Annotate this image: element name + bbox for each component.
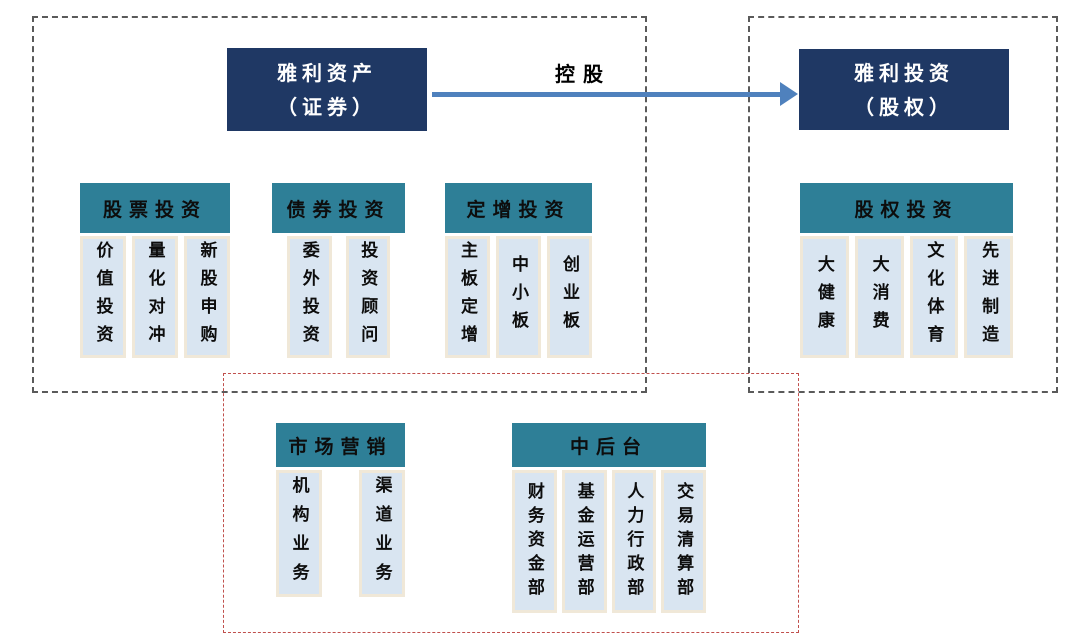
item-finance-treasury-dept: 财务资金部 [512,470,557,613]
group-private-placement: 定增投资 主板定增 中小板 创业板 [445,183,592,358]
group-header-middle-back: 中后台 [512,423,706,467]
parent-left-type: （证券） [277,94,377,119]
group-items-marketing: 机构业务 渠道业务 [276,470,405,597]
parent-box-yali-asset: 雅利资产 （证券） [227,48,427,131]
holding-arrow-label: 控股 [555,62,611,86]
group-header-placement: 定增投资 [445,183,592,233]
group-marketing: 市场营销 机构业务 渠道业务 [276,423,405,597]
group-middle-back-office: 中后台 财务资金部 基金运营部 人力行政部 交易清算部 [512,423,706,613]
group-items-bond: 委外投资 投资顾问 [272,236,405,358]
support-region-border [223,373,799,633]
item-growth-board: 创业板 [547,236,592,358]
item-channel-business: 渠道业务 [359,470,405,597]
item-culture-sports: 文化体育 [909,236,959,358]
parent-box-yali-investment: 雅利投资 （股权） [799,49,1009,130]
holding-arrow-head-icon [780,82,798,106]
item-ipo-subscription: 新股申购 [184,236,230,358]
group-header-marketing: 市场营销 [276,423,405,467]
group-header-stock: 股票投资 [80,183,230,233]
group-items-middle-back: 财务资金部 基金运营部 人力行政部 交易清算部 [512,470,706,613]
item-investment-advisory: 投资顾问 [345,236,390,358]
parent-left-name: 雅利资产 [277,60,377,85]
group-header-bond: 债券投资 [272,183,405,233]
item-hr-admin-dept: 人力行政部 [611,470,657,613]
item-sme-board: 中小板 [496,236,541,358]
group-items-placement: 主板定增 中小板 创业板 [445,236,592,358]
item-big-consumption: 大消费 [854,236,904,358]
group-header-equity: 股权投资 [800,183,1013,233]
item-trade-clearing-dept: 交易清算部 [661,470,706,613]
item-advanced-manufacturing: 先进制造 [964,236,1013,358]
parent-right-type: （股权） [854,94,954,119]
item-outsourced-investment: 委外投资 [287,236,332,358]
securities-region-border [32,16,647,393]
group-bond-investment: 债券投资 委外投资 投资顾问 [272,183,405,358]
equity-region-border [748,16,1058,393]
item-value-investing: 价值投资 [80,236,126,358]
item-main-board-placement: 主板定增 [445,236,490,358]
item-institutional-business: 机构业务 [276,470,322,597]
parent-right-name: 雅利投资 [854,60,954,85]
item-quant-hedging: 量化对冲 [132,236,178,358]
group-equity-investment: 股权投资 大健康 大消费 文化体育 先进制造 [800,183,1013,358]
item-fund-operations-dept: 基金运营部 [561,470,607,613]
holding-arrow-line [432,92,784,97]
group-items-stock: 价值投资 量化对冲 新股申购 [80,236,230,358]
group-stock-investment: 股票投资 价值投资 量化对冲 新股申购 [80,183,230,358]
item-big-health: 大健康 [800,236,849,358]
group-items-equity: 大健康 大消费 文化体育 先进制造 [800,236,1013,358]
